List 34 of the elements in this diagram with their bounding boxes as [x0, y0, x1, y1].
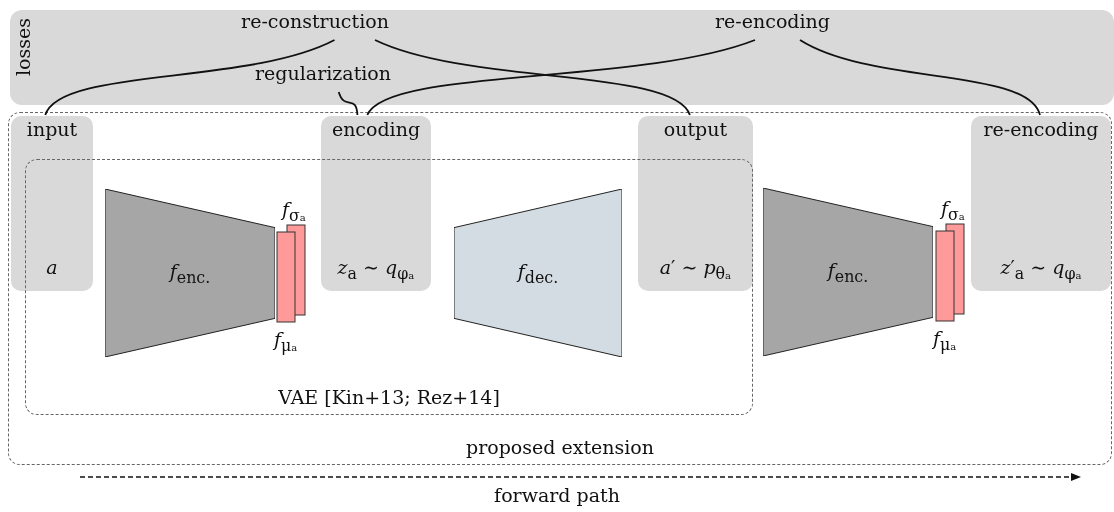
dashed-group-frame [25, 159, 753, 415]
loss-label: re-construction [241, 10, 389, 32]
math-expression: z$_{a}$ ∼ q$_{φₐ}$ [336, 256, 416, 283]
dashed-group-frame [8, 112, 1112, 465]
panel-title: input [25, 118, 79, 140]
layer-label: f$_{σₐ}$ [282, 198, 306, 225]
group-title: VAE [Kin+13; Rez+14] [277, 386, 501, 408]
band-title: losses [12, 18, 34, 76]
layer-label: f$_{enc.}$ [827, 258, 869, 286]
losses-band [10, 10, 1114, 105]
quantity-panel [11, 116, 93, 291]
math-expression: a′ ∼ p$_{θₐ}$ [658, 256, 733, 283]
quantity-panel [971, 116, 1111, 291]
math-expression: z′$_{a}$ ∼ q$_{φₐ}$ [999, 256, 1083, 283]
layer-label: f$_{μₐ}$ [933, 327, 957, 354]
loss-label: regularization [255, 62, 391, 84]
layer-label: f$_{dec.}$ [517, 259, 559, 287]
connector-line [374, 39, 691, 116]
layer-label: f$_{enc.}$ [169, 259, 211, 287]
layer-label: f$_{σₐ}$ [941, 197, 965, 224]
axis-caption: forward path [493, 484, 621, 506]
connector-line [799, 39, 1041, 116]
math-expression: a [45, 256, 59, 278]
panel-title: re-encoding [982, 118, 1100, 140]
group-title: proposed extension [464, 436, 656, 458]
quantity-panel [638, 116, 753, 291]
panel-title: encoding [330, 118, 422, 140]
quantity-panel [321, 116, 431, 291]
connector-line [337, 91, 359, 116]
loss-label: re-encoding [715, 10, 830, 32]
layer-label: f$_{μₐ}$ [274, 328, 298, 355]
connector-line [366, 39, 756, 116]
connector-line [44, 39, 336, 116]
panel-title: output [662, 118, 729, 140]
